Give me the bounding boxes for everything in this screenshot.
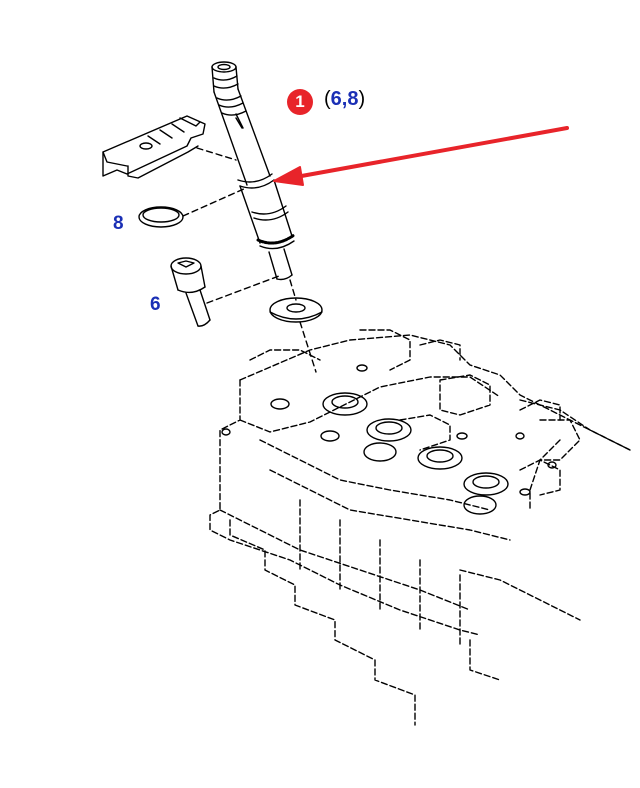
callout-reference: (6,8) [324, 88, 365, 111]
seal-ring-label: 8 [113, 213, 124, 234]
callout-close-paren: ) [358, 88, 366, 110]
callout-ref-b: 8 [347, 88, 359, 110]
callout-separator: , [341, 88, 348, 110]
callout-ref-a: 6 [330, 88, 342, 110]
copper-washer-drawing [269, 297, 323, 323]
seal-ring-drawing [138, 206, 184, 228]
bolt-drawing [170, 257, 211, 327]
callout-open-paren: ( [324, 88, 331, 110]
assembly-lines [182, 147, 317, 373]
cylinder-head-bores [221, 364, 557, 515]
cylinder-head-drawing [209, 329, 631, 726]
injector-drawing [211, 61, 296, 281]
pointer-arrow [273, 126, 569, 186]
callout-badge: 1 [287, 89, 313, 115]
clamp-bracket-drawing [102, 115, 206, 179]
bolt-label: 6 [150, 294, 161, 315]
